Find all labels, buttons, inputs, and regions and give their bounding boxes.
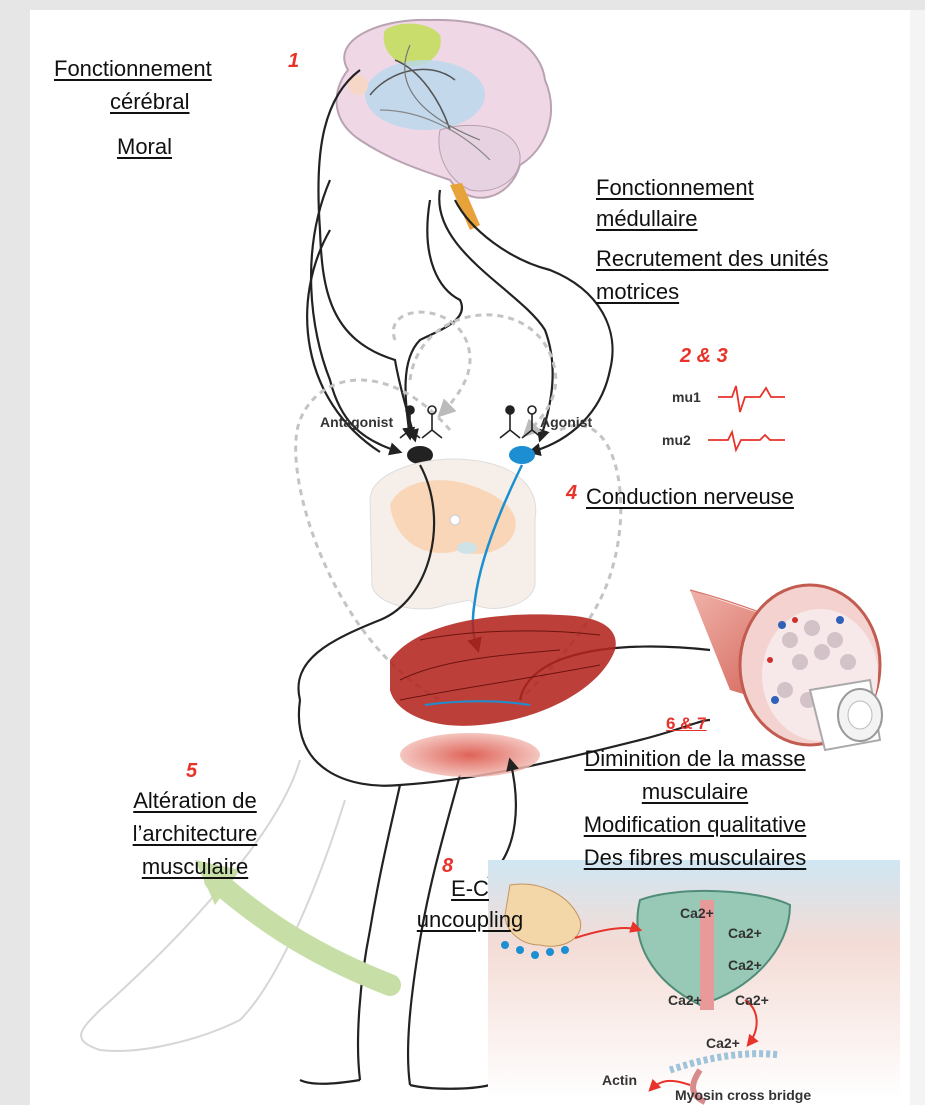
step-number-1: 1 — [288, 50, 299, 73]
nerve-conduction-label: Conduction nerveuse — [586, 481, 794, 512]
muscle-mass-label: Diminition de la masse — [550, 743, 840, 774]
myosin-label: Myosin cross bridge — [675, 1087, 811, 1103]
actin-label: Actin — [602, 1072, 637, 1088]
architecture-label-line2: l’architecture — [100, 818, 290, 849]
emg-traces — [708, 386, 785, 450]
fiber-quality-label: Modification qualitative — [550, 809, 840, 840]
motor-unit-recruitment-label: Recrutement des unités — [596, 243, 828, 274]
architecture-label: Altération de — [100, 785, 290, 816]
calcium-label: Ca2+ — [728, 925, 762, 941]
step-number-5: 5 — [186, 760, 197, 783]
fiber-quality-label-line2: Des fibres musculaires — [550, 842, 840, 873]
spinal-function-label-line2: médullaire — [596, 203, 698, 234]
spinal-cord-icon — [370, 459, 536, 609]
motor-neuron-pools — [400, 406, 542, 464]
ec-coupling-panel — [488, 860, 900, 1102]
antagonist-neurons-icon — [400, 406, 442, 438]
brain-illustration — [337, 20, 551, 230]
calcium-label: Ca2+ — [706, 1035, 740, 1051]
agonist-pool-icon — [509, 446, 535, 464]
moral-label: Moral — [117, 131, 172, 162]
calcium-label: Ca2+ — [668, 992, 702, 1008]
ec-uncoupling-label-line2: uncoupling — [400, 904, 540, 935]
antagonist-label: Antagonist — [320, 414, 393, 430]
brain-function-label-line2: cérébral — [110, 86, 189, 117]
brain-function-label: Fonctionnement — [54, 53, 212, 84]
calcium-label: Ca2+ — [680, 905, 714, 921]
muscle-mass-label-line2: musculaire — [550, 776, 840, 807]
emg-mu2-label: mu2 — [662, 432, 691, 448]
agonist-neurons-icon — [500, 406, 542, 438]
motor-unit-recruitment-label-line2: motrices — [596, 276, 679, 307]
calcium-label: Ca2+ — [735, 992, 769, 1008]
spinal-function-label: Fonctionnement — [596, 172, 754, 203]
calcium-label: Ca2+ — [728, 957, 762, 973]
step-number-6-7: 6 & 7 — [666, 714, 707, 734]
emg-mu1-label: mu1 — [672, 389, 701, 405]
architecture-label-line3: musculaire — [100, 851, 290, 882]
step-number-2-3: 2 & 3 — [680, 345, 728, 368]
step-number-4: 4 — [566, 482, 577, 505]
ec-uncoupling-label: E-C — [400, 873, 540, 904]
muscle-fiber-bundle-icon — [690, 585, 882, 750]
movement-arrow — [215, 880, 390, 985]
agonist-label: Agonist — [540, 414, 592, 430]
